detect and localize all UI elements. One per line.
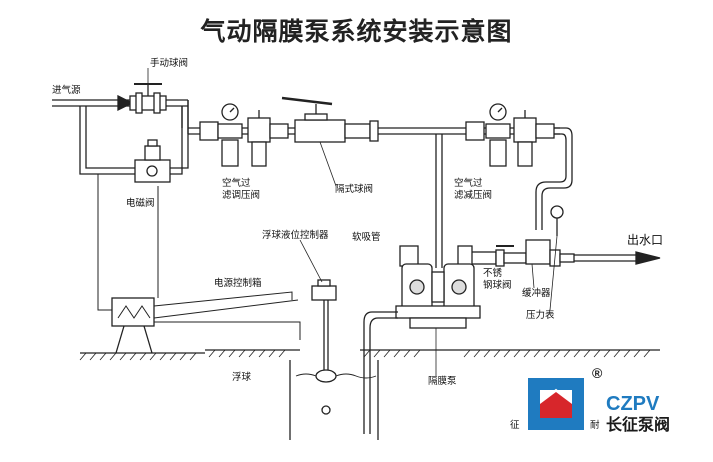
label-stainless-ball-valve-line2: 钢球阀 (483, 279, 512, 291)
label-manual-ball-valve: 手动球阀 (150, 57, 188, 69)
label-stainless-ball-valve-line1: 不锈 (483, 267, 503, 279)
label-pneumatic-ball-valve: 隔式球阀 (335, 183, 373, 195)
label-hose: 软吸管 (352, 231, 381, 243)
label-pressure-gauge: 压力表 (526, 309, 555, 321)
brand-logo: 征 耐 CZPV ® 长征泵阀 (510, 365, 670, 434)
label-pulsation-damper: 缓冲器 (522, 287, 551, 299)
label-power-control-box: 电源控制箱 (214, 277, 262, 289)
diaphragm-pump (395, 245, 481, 329)
pump-air-branch (435, 134, 443, 268)
label-air-filter-regulator-2-line2: 滤减压阀 (454, 189, 492, 201)
air-filter-regulator-1 (199, 103, 289, 167)
logo-side-left: 征 (510, 420, 520, 431)
suction-hose (363, 311, 398, 434)
ground-left (79, 352, 205, 361)
label-outlet: 出水口 (627, 233, 663, 247)
outlet-line (469, 239, 661, 267)
page-title: 气动隔膜泵系统安装示意图 (200, 17, 513, 46)
label-float-ball: 浮球 (232, 371, 252, 383)
air-supply-line (52, 83, 188, 114)
label-solenoid-valve: 电磁阀 (126, 197, 155, 209)
float-tank (289, 279, 379, 440)
damper-air-line (535, 127, 573, 230)
logo-brand: CZPV (606, 393, 660, 415)
air-filter-regulator-2 (465, 103, 555, 167)
label-air-filter-regulator-1-line1: 空气过 (222, 177, 251, 189)
logo-registered: ® (592, 365, 603, 381)
logo-cn-name: 长征泵阀 (606, 415, 670, 434)
logo-side-right: 耐 (590, 419, 600, 431)
label-diaphragm-pump: 隔膜泵 (428, 376, 457, 387)
label-air-filter-regulator-2-line1: 空气过 (454, 177, 483, 189)
ground-right (205, 349, 660, 358)
pneumatic-ball-valve (281, 96, 379, 143)
label-float-level-controller: 浮球液位控制器 (262, 229, 329, 241)
label-air-filter-regulator-1-line2: 滤调压阀 (222, 189, 260, 201)
pressure-gauge (550, 205, 564, 236)
power-control-box (97, 174, 301, 354)
solenoid-bypass-line (79, 100, 189, 183)
label-air-inlet: 进气源 (52, 84, 81, 96)
